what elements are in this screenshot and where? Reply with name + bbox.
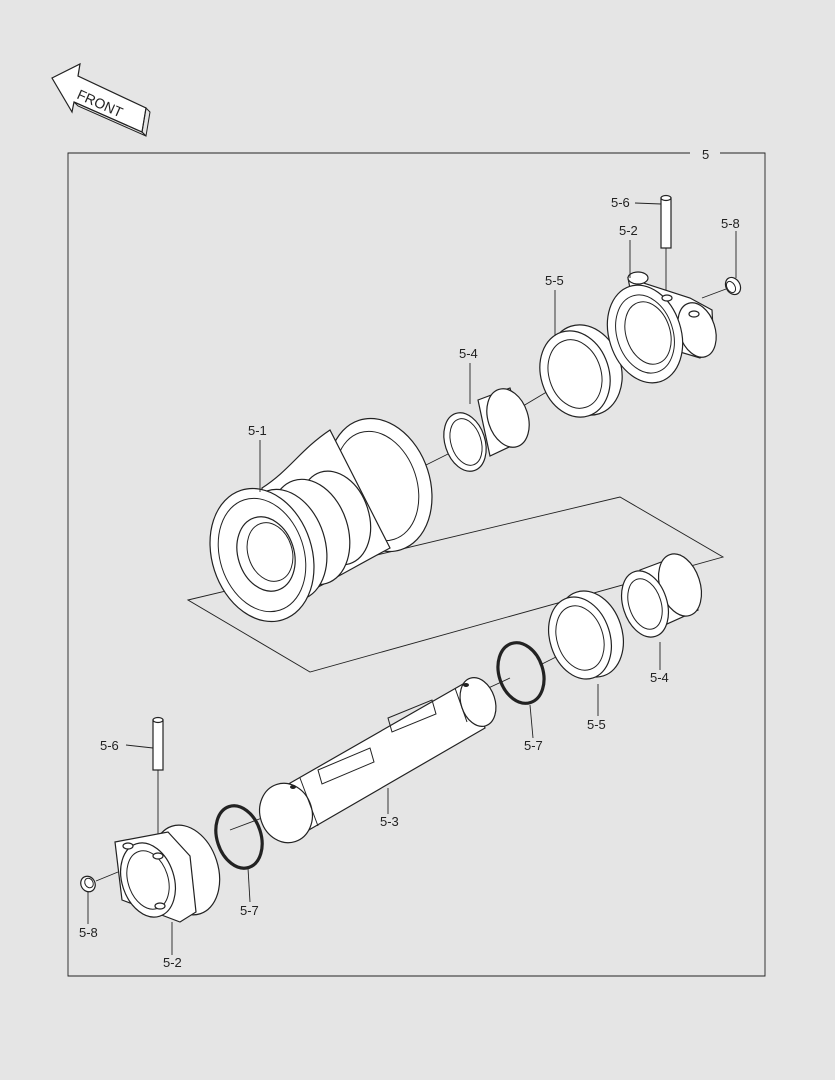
- exploded-view-outline: [186, 496, 725, 673]
- callout-5-4-bottom: 5-4: [650, 670, 669, 685]
- floating-seal-lower: [548, 590, 624, 680]
- o-ring-left: [214, 804, 264, 870]
- callout-5-2-bottom: 5-2: [163, 955, 182, 970]
- track-roller: [209, 417, 433, 623]
- callout-5-2-top: 5-2: [619, 223, 638, 238]
- callout-5-1: 5-1: [248, 423, 267, 438]
- floating-seal-upper: [539, 324, 623, 418]
- callout-5-3: 5-3: [380, 814, 399, 829]
- callout-5-8-bottom: 5-8: [79, 925, 98, 940]
- callout-5-7-right: 5-7: [524, 738, 543, 753]
- bushing-upper: [443, 387, 530, 472]
- o-ring-right: [496, 641, 546, 705]
- plug-upper: [724, 276, 742, 296]
- callout-5-5-top: 5-5: [545, 273, 564, 288]
- plug-lower: [80, 875, 96, 893]
- pin-upper: [660, 194, 672, 249]
- pin-lower: [152, 716, 164, 771]
- bushing-lower: [620, 553, 703, 638]
- front-arrow-icon: FRONT: [51, 62, 151, 138]
- callout-5-5-bottom: 5-5: [587, 717, 606, 732]
- shaft: [258, 677, 497, 844]
- callout-5-7-left: 5-7: [240, 903, 259, 918]
- assembly-number: 5: [702, 147, 709, 162]
- callout-labels: 5-1 5-4 5-5 5-2 5-6 5-8 5-4 5-5 5-7 5-3 …: [79, 195, 740, 970]
- leader-lines: [87, 202, 737, 955]
- callout-5-4-top: 5-4: [459, 346, 478, 361]
- collar-upper: [606, 271, 717, 384]
- callout-5-6-top: 5-6: [611, 195, 630, 210]
- assembly-frame: 5: [67, 147, 766, 977]
- callout-5-8-top: 5-8: [721, 216, 740, 231]
- callout-5-6-bottom: 5-6: [100, 738, 119, 753]
- collar-lower: [114, 824, 221, 923]
